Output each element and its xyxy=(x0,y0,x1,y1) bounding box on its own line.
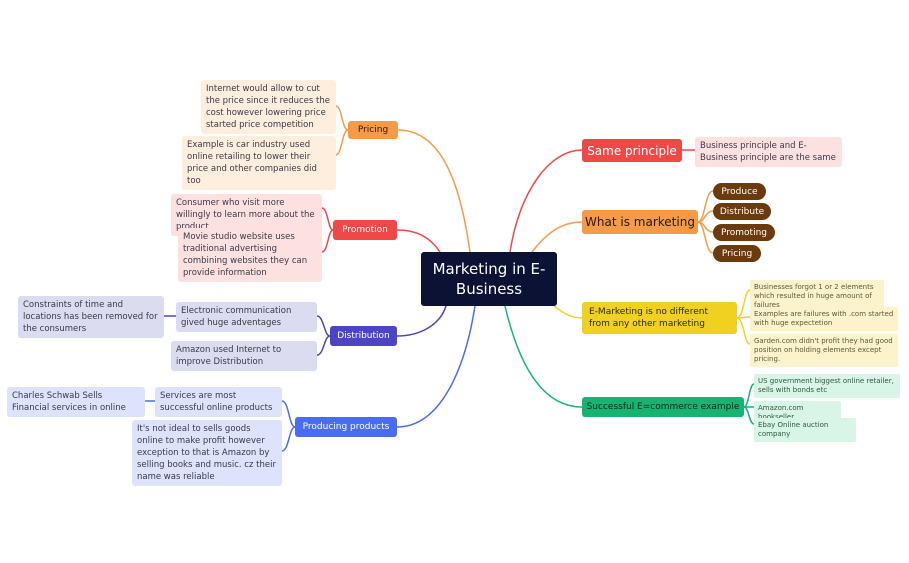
topic-successful-ecommerce[interactable]: Successful E=commerce example xyxy=(582,397,744,417)
subtopic-movie-studio[interactable]: Movie studio website uses traditional ad… xyxy=(178,228,322,282)
pill-distribute[interactable]: Distribute xyxy=(713,203,771,220)
pill-promoting[interactable]: Promoting xyxy=(713,224,775,241)
topic-what-is-marketing[interactable]: What is marketing xyxy=(582,210,698,234)
subtopic-dotcom-failures[interactable]: Examples are failures with .com started … xyxy=(750,307,898,331)
central-topic[interactable]: Marketing in E-Business xyxy=(421,252,557,306)
pill-pricing[interactable]: Pricing xyxy=(713,245,761,262)
subtopic-business-principle[interactable]: Business principle and E-Business princi… xyxy=(695,137,842,167)
topic-emarketing[interactable]: E-Marketing is no different from any oth… xyxy=(582,302,737,334)
topic-pricing[interactable]: Pricing xyxy=(348,121,398,139)
subtopic-charles-schwab[interactable]: Charles Schwab Sells Financial services … xyxy=(7,387,145,417)
subtopic-services-successful[interactable]: Services are most successful online prod… xyxy=(155,387,282,417)
subtopic-internet-cut-price[interactable]: Internet would allow to cut the price si… xyxy=(201,80,336,134)
subtopic-garden-com[interactable]: Garden.com didn't profit they had good p… xyxy=(750,334,898,367)
subtopic-us-government[interactable]: US government biggest online retailer, s… xyxy=(754,374,900,398)
subtopic-constraints[interactable]: Constraints of time and locations has be… xyxy=(18,296,164,338)
subtopic-car-industry[interactable]: Example is car industry used online reta… xyxy=(182,136,336,190)
subtopic-ebay[interactable]: Ebay Online auction company xyxy=(754,418,856,442)
pill-produce[interactable]: Produce xyxy=(713,183,766,200)
topic-distribution[interactable]: Distribution xyxy=(330,326,397,346)
subtopic-amazon-distribution[interactable]: Amazon used Internet to improve Distribu… xyxy=(171,341,317,371)
topic-producing-products[interactable]: Producing products xyxy=(295,417,397,437)
subtopic-not-ideal-goods[interactable]: It's not ideal to sells goods online to … xyxy=(132,420,282,486)
topic-promotion[interactable]: Promotion xyxy=(333,220,397,240)
topic-same-principle[interactable]: Same principle xyxy=(582,139,682,162)
subtopic-electronic-communication[interactable]: Electronic communication gived huge adve… xyxy=(176,302,317,332)
